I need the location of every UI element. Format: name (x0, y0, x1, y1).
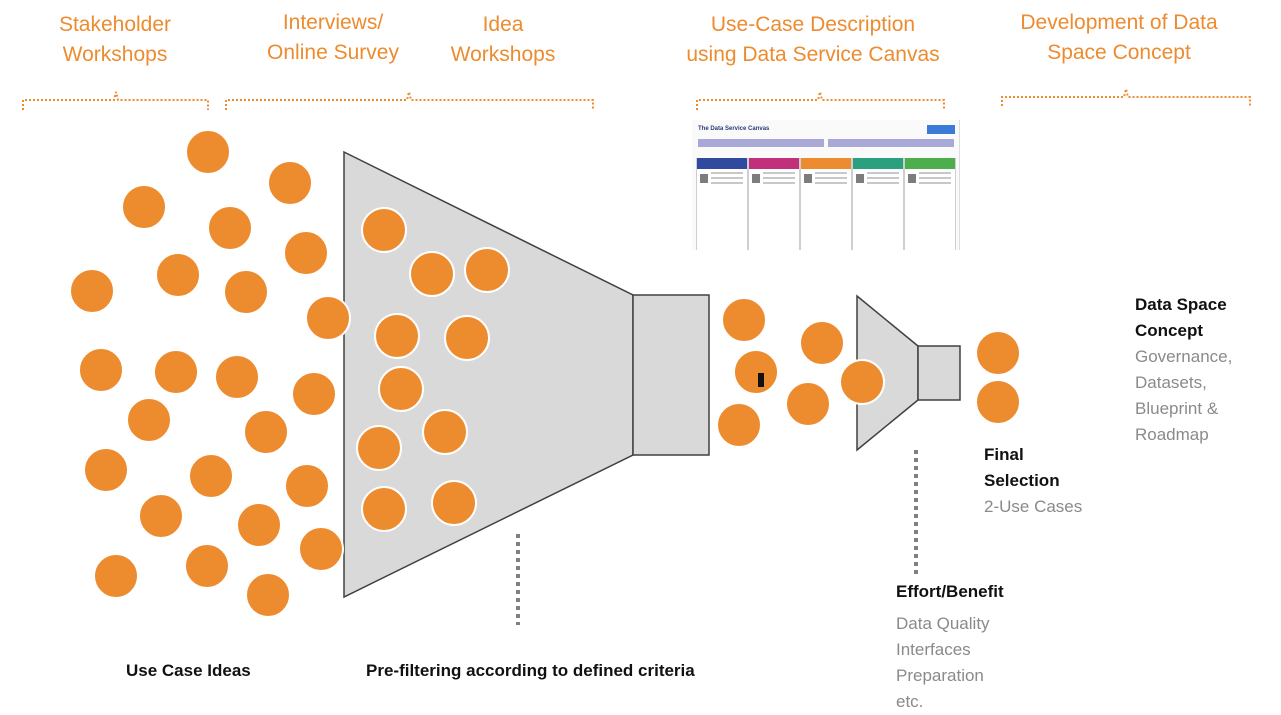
idea-dots (69, 129, 351, 618)
idea-dot (121, 184, 167, 230)
idea-dot (126, 397, 172, 443)
canvas-thumbnail-logo (927, 125, 955, 134)
idea-dot (153, 349, 199, 395)
canvas-thumbnail-bar (828, 139, 954, 147)
idea-dot (207, 205, 253, 251)
idea-dot (284, 463, 330, 509)
prefilter-dot (444, 315, 490, 361)
bracket-interviews-idea (225, 91, 594, 110)
data-space-concept-list: Governance, Datasets, Blueprint & Roadma… (1135, 347, 1233, 444)
final-dot (975, 379, 1021, 425)
idea-dot (298, 526, 344, 572)
canvas-thumbnail-column (696, 158, 748, 250)
canvas-thumbnail-bar (698, 139, 824, 147)
prefilter-dot (356, 425, 402, 471)
prefilter-dot (464, 247, 510, 293)
cursor-mark (758, 373, 764, 387)
idea-dot (291, 371, 337, 417)
final-dots (975, 330, 1021, 425)
idea-dot (69, 268, 115, 314)
idea-dot (245, 572, 291, 618)
filtered-dot (799, 320, 845, 366)
idea-dot (305, 295, 351, 341)
canvas-thumbnail-column (800, 158, 852, 250)
filtered-dot (839, 359, 885, 405)
filtered-dots (716, 297, 885, 448)
final-dot (975, 330, 1021, 376)
prefilter-dot (361, 486, 407, 532)
prefilter-dot (422, 409, 468, 455)
idea-dot (93, 553, 139, 599)
effort-benefit-list: Data Quality Interfaces Preparation etc. (896, 614, 990, 711)
idea-dot (185, 129, 231, 175)
prefilter-dot (378, 366, 424, 412)
bracket-development (1001, 88, 1251, 106)
prefilter-dot (431, 480, 477, 526)
effort-benefit-title: Effort/Benefit (896, 582, 1004, 601)
canvas-thumbnail-title: The Data Service Canvas (698, 126, 770, 132)
prefiltering-label: Pre-filtering according to defined crite… (366, 661, 695, 680)
effort-funnel-neck (917, 345, 961, 401)
prefilter-dot (374, 313, 420, 359)
idea-dot (223, 269, 269, 315)
final-selection-subtitle: 2-Use Cases (984, 497, 1083, 516)
prefilter-dots (356, 207, 510, 532)
idea-dot (184, 543, 230, 589)
filtered-dot (785, 381, 831, 427)
idea-dot (188, 453, 234, 499)
idea-dot (243, 409, 289, 455)
prefilter-dot (409, 251, 455, 297)
bracket-usecase (696, 91, 945, 110)
canvas-thumbnail-column (852, 158, 904, 250)
prefilter-dot (361, 207, 407, 253)
filtered-dot (721, 297, 767, 343)
idea-dot (283, 230, 329, 276)
canvas-thumbnail-column (904, 158, 956, 250)
use-case-ideas-label: Use Case Ideas (126, 661, 251, 680)
idea-dot (78, 347, 124, 393)
prefilter-funnel-neck (632, 294, 710, 456)
idea-dot (138, 493, 184, 539)
canvas-thumbnail-column (748, 158, 800, 250)
bracket-stakeholder (22, 91, 209, 110)
stage-label-interviews: Interviews/Online Survey (267, 11, 399, 64)
idea-dot (155, 252, 201, 298)
filtered-dot (716, 402, 762, 448)
idea-dot (236, 502, 282, 548)
filtered-dot (733, 349, 779, 395)
idea-dot (214, 354, 260, 400)
data-service-canvas-thumbnail: The Data Service Canvas (692, 120, 960, 250)
idea-dot (267, 160, 313, 206)
idea-dot (83, 447, 129, 493)
